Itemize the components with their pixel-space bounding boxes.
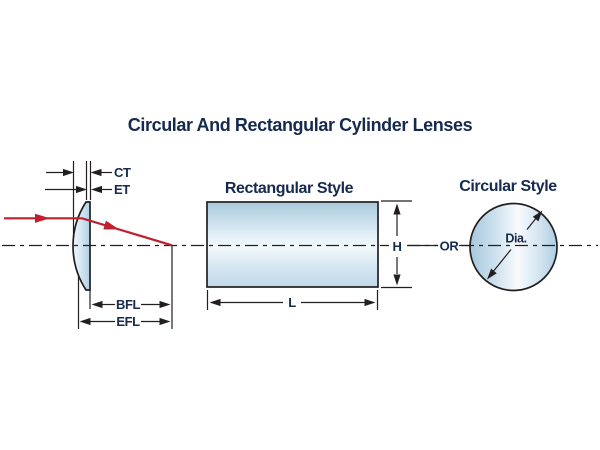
bfl-left-arrowhead [91,300,103,309]
circular-style-heading: Circular Style [459,178,557,195]
h-label: H [393,239,402,254]
l-right-arrowhead [364,298,376,307]
plano-convex-lens-shape [72,201,91,291]
h-label-background [389,238,405,255]
rectangular-style-heading: Rectangular Style [225,180,354,197]
et-label: ET [114,182,130,197]
ct-right-arrowhead [90,168,102,177]
h-down-arrowhead [393,274,401,286]
efl-right-arrowhead [159,317,171,326]
l-label: L [288,295,296,310]
efl-left-arrowhead [79,317,91,326]
h-up-arrowhead [393,203,401,215]
dia-upper-arrowhead [532,210,543,222]
dia-label: Dia. [505,232,526,246]
diagram-title: Circular And Rectangular Cylinder Lenses [128,115,473,135]
bfl-right-arrowhead [159,300,171,309]
et-left-arrowhead [76,185,87,194]
bfl-label: BFL [116,297,141,312]
et-right-arrowhead [91,185,102,194]
circular-lens-shape [469,202,558,292]
ray-trace-line [4,217,173,247]
ct-label: CT [114,165,131,180]
dia-lower-arrowhead [487,268,497,280]
or-label-background [438,237,459,254]
ray-incoming-arrowhead [35,213,50,223]
or-label: OR [440,239,460,254]
l-left-arrowhead [209,298,221,307]
ct-left-arrowhead [63,168,74,177]
rectangular-lens-shape [206,201,379,288]
efl-label: EFL [116,314,140,329]
ray-refracted-arrowhead [103,220,119,230]
